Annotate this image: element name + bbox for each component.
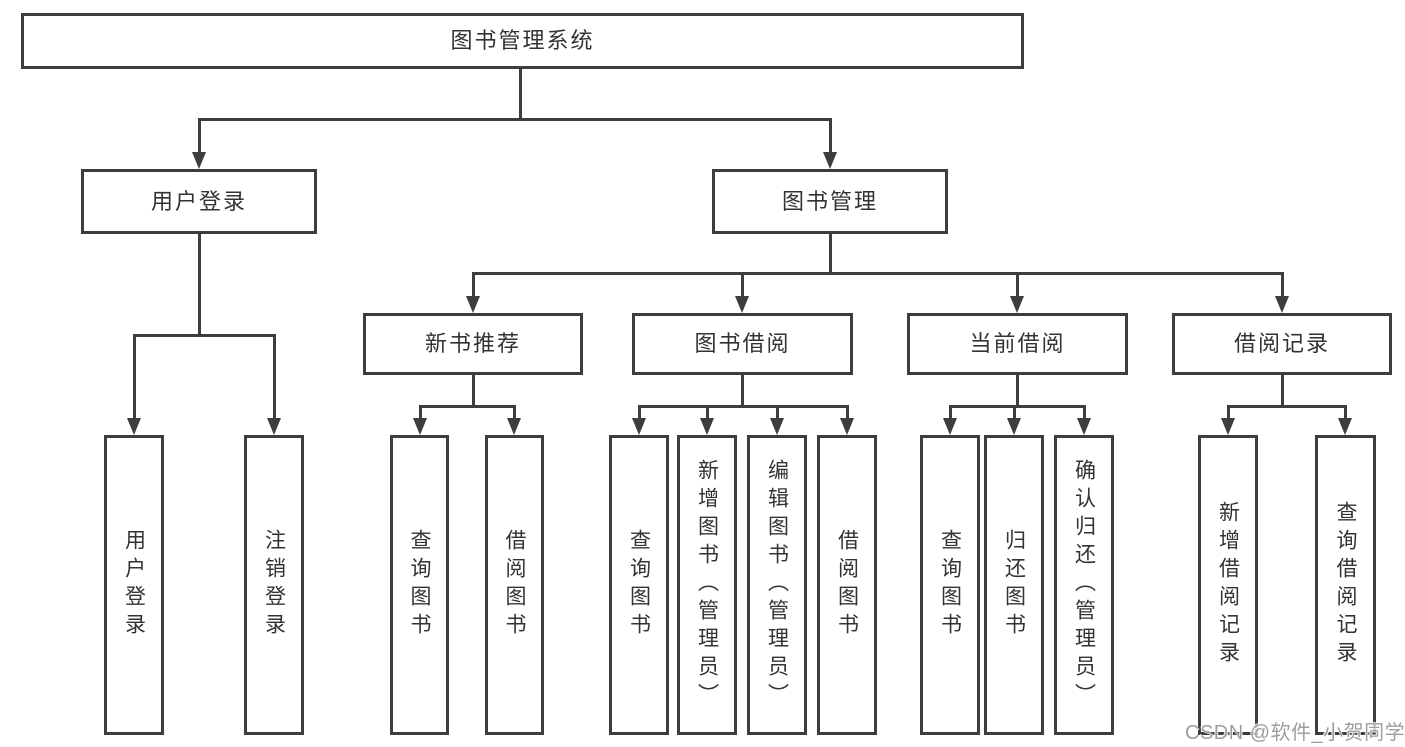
connector-drop: [1281, 272, 1284, 298]
arrow-down-icon: [1221, 418, 1235, 435]
connector-drop: [273, 334, 276, 420]
connector-stem: [472, 375, 475, 408]
arrow-down-icon: [735, 296, 749, 313]
connector-drop: [1016, 272, 1019, 298]
leaf-logout: 注销登录: [244, 435, 304, 735]
arrow-down-icon: [507, 418, 521, 435]
leaf-query-books-borrowing: 查询图书: [609, 435, 669, 735]
arrow-down-icon: [770, 418, 784, 435]
arrow-down-icon: [267, 418, 281, 435]
leaf-borrow-books-borrowing: 借阅图书: [817, 435, 877, 735]
arrow-down-icon: [413, 418, 427, 435]
connector-drop: [776, 405, 779, 420]
arrow-down-icon: [1010, 296, 1024, 313]
connector-drop: [1013, 405, 1016, 420]
arrow-down-icon: [1077, 418, 1091, 435]
connector-rail: [198, 118, 832, 121]
connector-stem: [741, 375, 744, 408]
leaf-query-borrowing-record: 查询借阅记录: [1315, 435, 1376, 735]
connector-rail: [638, 405, 849, 408]
connector-drop: [133, 334, 136, 420]
node-current-borrowing: 当前借阅: [907, 313, 1128, 375]
connector-rail: [1227, 405, 1347, 408]
leaf-query-books-recommend: 查询图书: [390, 435, 449, 735]
connector-stem: [1016, 375, 1019, 408]
leaf-add-borrowing-record: 新增借阅记录: [1198, 435, 1258, 735]
leaf-query-books-current: 查询图书: [920, 435, 980, 735]
node-root-library-system: 图书管理系统: [21, 13, 1024, 69]
arrow-down-icon: [823, 152, 837, 169]
connector-drop: [741, 272, 744, 298]
connector-stem: [829, 234, 832, 275]
connector-drop: [638, 405, 641, 420]
node-user-login: 用户登录: [81, 169, 317, 234]
connector-drop: [513, 405, 516, 420]
leaf-return-book: 归还图书: [984, 435, 1044, 735]
connector-drop: [1344, 405, 1347, 420]
leaf-edit-book-admin: 编辑图书（管理员）: [747, 435, 807, 735]
connector-drop: [846, 405, 849, 420]
leaf-add-book-admin: 新增图书（管理员）: [677, 435, 737, 735]
connector-stem: [198, 234, 201, 337]
arrow-down-icon: [632, 418, 646, 435]
arrow-down-icon: [466, 296, 480, 313]
node-new-book-recommend: 新书推荐: [363, 313, 583, 375]
connector-rail: [419, 405, 516, 408]
connector-drop: [706, 405, 709, 420]
connector-drop: [419, 405, 422, 420]
arrow-down-icon: [943, 418, 957, 435]
connector-drop: [1227, 405, 1230, 420]
arrow-down-icon: [1275, 296, 1289, 313]
watermark: CSDN @软件_小贺同学: [1185, 722, 1405, 744]
node-book-management: 图书管理: [712, 169, 948, 234]
arrow-down-icon: [1338, 418, 1352, 435]
node-book-borrowing: 图书借阅: [632, 313, 853, 375]
connector-stem: [519, 69, 522, 121]
arrow-down-icon: [127, 418, 141, 435]
node-borrowing-records: 借阅记录: [1172, 313, 1392, 375]
leaf-user-login: 用户登录: [104, 435, 164, 735]
arrow-down-icon: [192, 152, 206, 169]
leaf-borrow-books-recommend: 借阅图书: [485, 435, 544, 735]
connector-stem: [1281, 375, 1284, 408]
connector-rail: [133, 334, 276, 337]
arrow-down-icon: [840, 418, 854, 435]
connector-drop: [472, 272, 475, 298]
connector-drop: [829, 118, 832, 154]
connector-drop: [949, 405, 952, 420]
connector-rail: [472, 272, 1284, 275]
leaf-confirm-return-admin: 确认归还（管理员）: [1054, 435, 1114, 735]
connector-rail: [949, 405, 1086, 408]
arrow-down-icon: [1007, 418, 1021, 435]
connector-drop: [1083, 405, 1086, 420]
connector-drop: [198, 118, 201, 154]
arrow-down-icon: [700, 418, 714, 435]
